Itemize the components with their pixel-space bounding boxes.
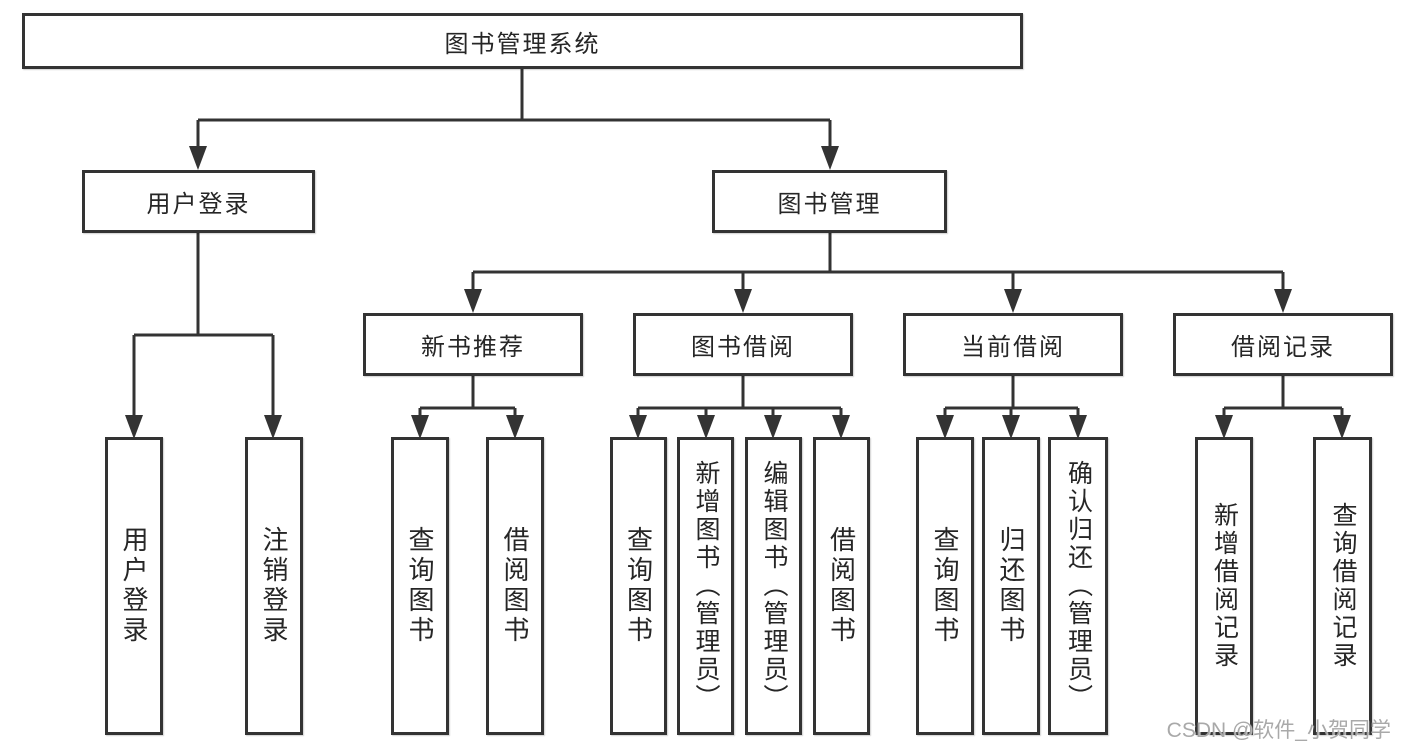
- node-current-borrow: 当前借阅: [903, 313, 1123, 376]
- node-user-login: 用户登录: [82, 170, 315, 233]
- leaf-add-borrow-record: 新增借阅记录: [1195, 437, 1253, 735]
- leaf-logout: 注销登录: [245, 437, 303, 735]
- leaf-confirm-return-admin: 确认归还（管理员）: [1048, 437, 1108, 735]
- leaf-user-login: 用户登录: [105, 437, 163, 735]
- leaf-edit-books-admin: 编辑图书（管理员）: [745, 437, 802, 735]
- leaf-borrow-query-books: 查询图书: [610, 437, 667, 735]
- connector-lines: [132, 69, 1344, 417]
- leaf-add-books-admin: 新增图书（管理员）: [677, 437, 734, 735]
- node-root-system: 图书管理系统: [22, 13, 1023, 69]
- node-book-management: 图书管理: [712, 170, 947, 233]
- node-new-book-recommend: 新书推荐: [363, 313, 583, 376]
- node-book-borrow: 图书借阅: [633, 313, 853, 376]
- leaf-recommend-borrow-books: 借阅图书: [486, 437, 544, 735]
- watermark-text: CSDN @软件_小贺同学: [1166, 719, 1391, 742]
- leaf-return-books: 归还图书: [982, 437, 1040, 735]
- leaf-query-borrow-record: 查询借阅记录: [1313, 437, 1372, 735]
- arrowhead-icons: [125, 146, 1351, 439]
- leaf-current-query-books: 查询图书: [916, 437, 974, 735]
- leaf-borrow-books: 借阅图书: [813, 437, 870, 735]
- leaf-recommend-query-books: 查询图书: [391, 437, 449, 735]
- node-borrow-records: 借阅记录: [1173, 313, 1393, 376]
